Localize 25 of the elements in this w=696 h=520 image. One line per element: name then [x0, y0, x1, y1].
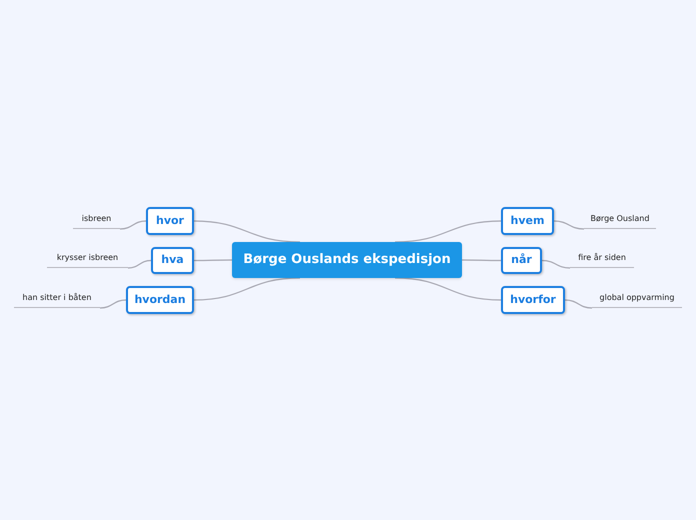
- subtopic-text: krysser isbreen: [47, 251, 128, 268]
- subtopic-text: global oppvarming: [592, 291, 682, 308]
- central-topic: Børge Ouslands ekspedisjon: [232, 242, 462, 278]
- subtopic-text: han sitter i båten: [14, 291, 100, 308]
- subtopic-text: Børge Ousland: [584, 212, 656, 229]
- connector-line: [194, 259, 232, 262]
- topic-box: hvem: [501, 207, 554, 235]
- connector-line: [194, 277, 300, 301]
- connector-line: [128, 260, 152, 269]
- topic-box: hvordan: [126, 286, 194, 314]
- topic-box: hvor: [146, 207, 194, 235]
- connector-line: [394, 277, 502, 301]
- connector-line: [462, 259, 501, 262]
- connector-line: [394, 220, 502, 243]
- connector-line: [100, 299, 126, 309]
- connector-line: [120, 220, 146, 230]
- topic-box: hvorfor: [501, 286, 565, 314]
- subtopic-text: fire år siden: [570, 251, 634, 268]
- topic-box: hva: [151, 247, 194, 274]
- topic-box: når: [501, 247, 542, 274]
- connector-line: [194, 220, 300, 243]
- subtopic-text: isbreen: [73, 212, 120, 229]
- connector-line: [542, 260, 570, 269]
- connector-line: [564, 299, 592, 309]
- connector-line: [554, 220, 584, 230]
